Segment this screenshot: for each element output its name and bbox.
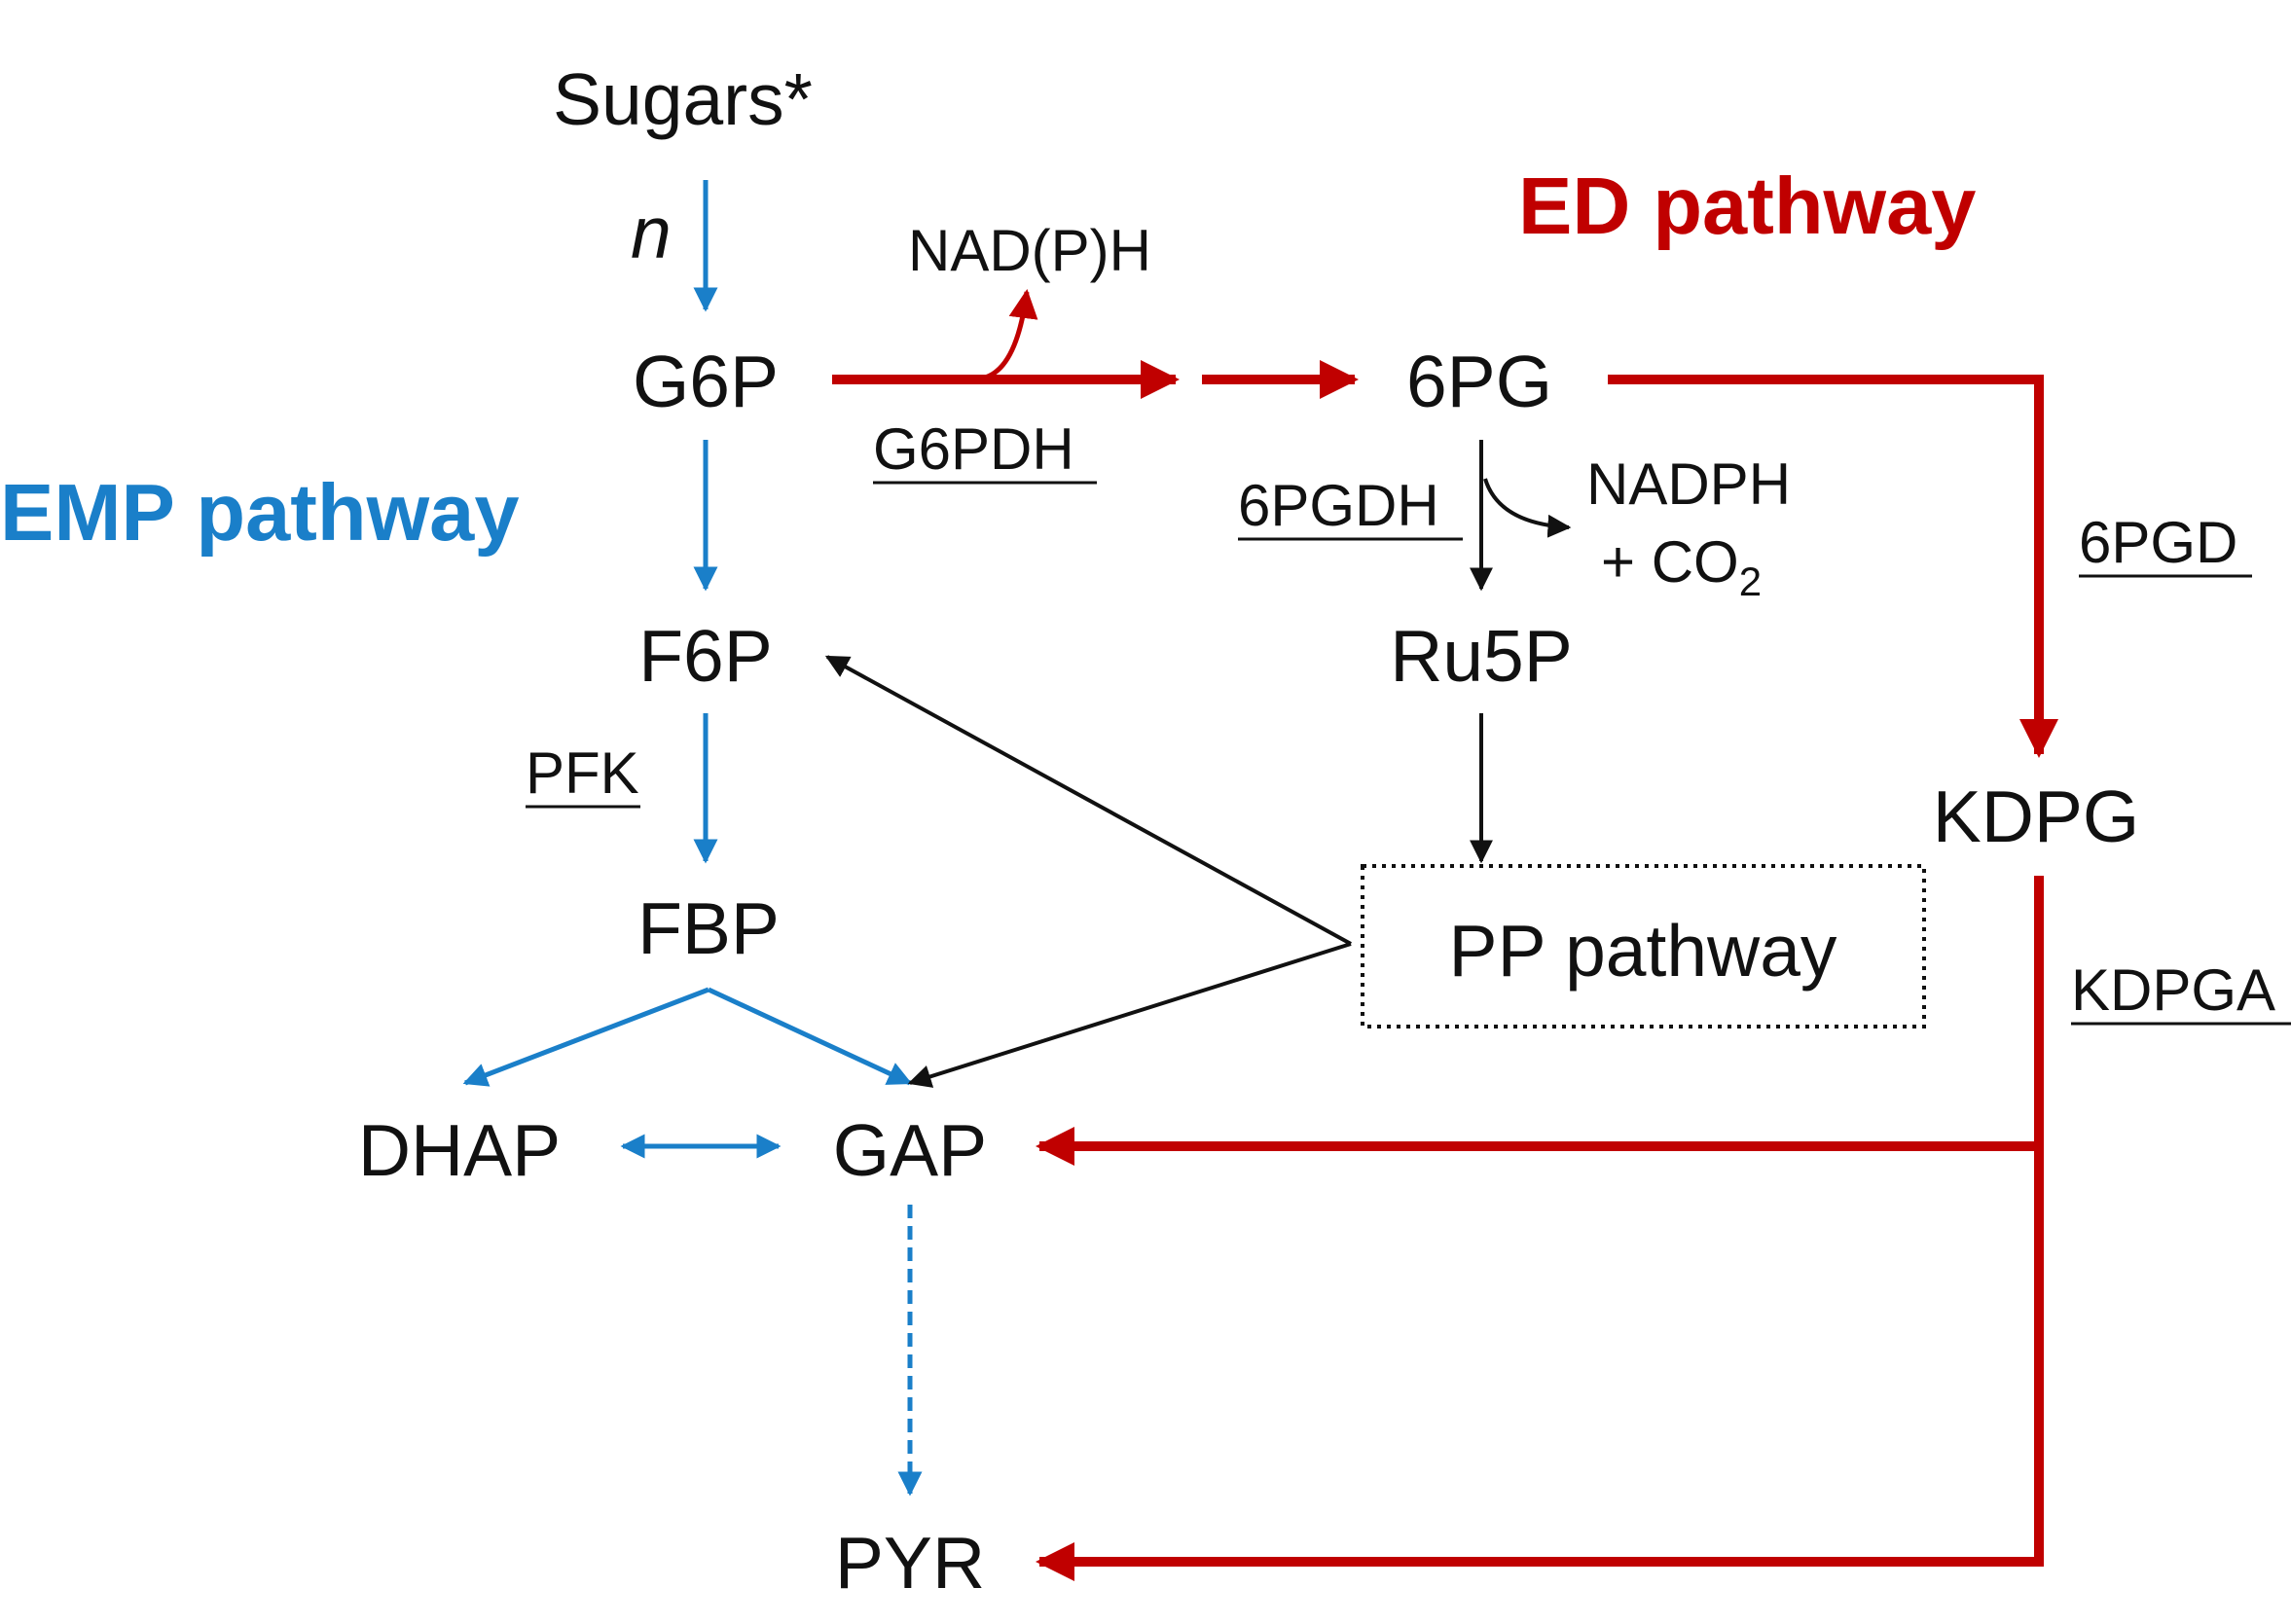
ed-pathway-title: ED pathway <box>1518 161 1976 251</box>
emp-arrows <box>462 180 923 1497</box>
enzyme-g6pdh: G6PDH <box>873 416 1074 482</box>
metabolite-kdpg: KDPG <box>1933 776 2140 857</box>
arrow-6pgdh-to-nadph <box>1483 478 1572 538</box>
metabolite-f6p: F6P <box>638 615 773 697</box>
metabolite-sugars: Sugars* <box>553 58 813 140</box>
arrow-pp-to-gap <box>907 942 1352 1088</box>
cofactor-nadph-top: NAD(P)H <box>908 218 1151 283</box>
arrow-g6pdh-to-nadph <box>984 289 1038 380</box>
enzyme-6pgd: 6PGD <box>2079 510 2237 575</box>
arrow-6pg-to-kdpg <box>1608 375 2058 758</box>
arrow-pp-to-f6p <box>824 655 1352 946</box>
metabolite-dhap: DHAP <box>358 1109 561 1191</box>
arrow-fbp-to-dhap <box>462 987 709 1087</box>
pp-arrows <box>824 440 1572 1088</box>
label-n: n <box>631 192 672 273</box>
emp-pathway-title: EMP pathway <box>0 467 520 558</box>
metabolite-pyr: PYR <box>835 1522 985 1604</box>
cofactor-nadph: NADPH <box>1586 451 1791 517</box>
enzyme-pfk: PFK <box>526 740 639 806</box>
metabolite-gap: GAP <box>833 1109 987 1191</box>
pp-pathway-box <box>1361 864 1926 1029</box>
ed-arrows <box>832 289 2058 1581</box>
metabolite-pp-pathway: PP pathway <box>1449 910 1837 992</box>
metabolite-6pg: 6PG <box>1406 341 1552 422</box>
cofactor-co2: + CO2 <box>1601 529 1762 604</box>
metabolite-fbp: FBP <box>637 887 780 969</box>
enzyme-6pgdh: 6PGDH <box>1238 473 1439 538</box>
arrow-fbp-to-gap <box>707 987 913 1086</box>
enzyme-kdpga: KDPGA <box>2071 957 2275 1023</box>
metabolite-ru5p: Ru5P <box>1390 615 1573 697</box>
metabolite-g6p: G6P <box>633 341 779 422</box>
